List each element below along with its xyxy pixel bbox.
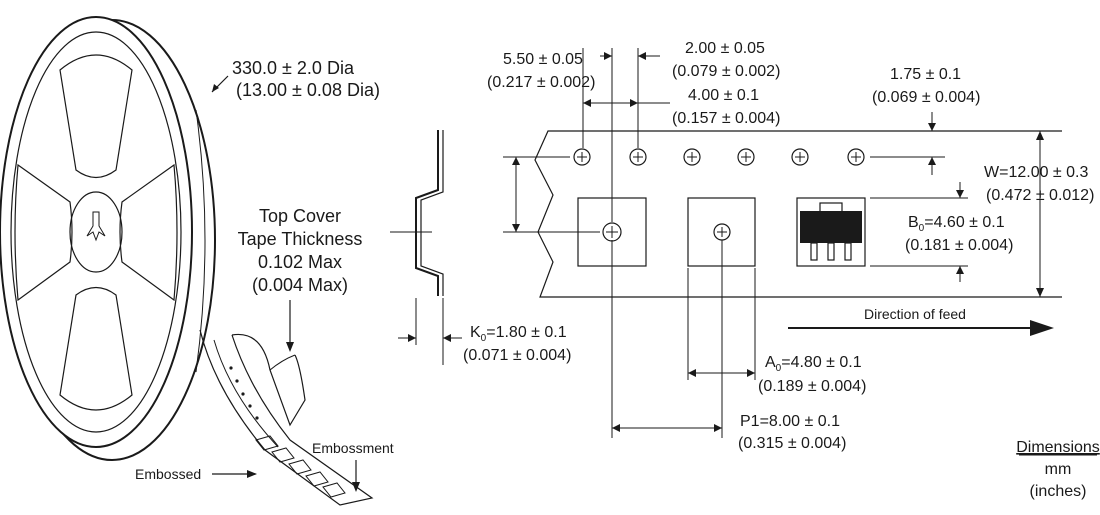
k0-arrow-left — [408, 334, 416, 342]
tape-outline — [534, 130, 1062, 298]
sprocket-hole — [791, 148, 809, 166]
w-in: (0.472 ± 0.012) — [986, 187, 1094, 204]
k0-label: K0=1.80 ± 0.1 — [470, 324, 567, 344]
tape-pockets — [255, 435, 346, 498]
sprocket-hole — [847, 148, 865, 166]
reel-tape-inner — [213, 339, 279, 448]
embossed-arrowhead — [247, 470, 257, 478]
reel-window-top — [59, 54, 133, 179]
k0-arrow-right — [443, 334, 451, 342]
hole-dia-mm: 5.50 ± 0.05 — [503, 51, 583, 68]
units-mm: mm — [1045, 461, 1072, 478]
reel-drawing — [0, 16, 374, 506]
units-title: Dimensions — [1016, 439, 1100, 456]
cover-tape-label-2: Tape Thickness — [238, 229, 363, 249]
reel-front-flange — [0, 16, 193, 448]
embossment-arrowhead — [352, 482, 360, 492]
sot89-component — [800, 202, 862, 261]
p2-in: (0.079 ± 0.002) — [672, 63, 780, 80]
cover-tape-arrowhead — [286, 342, 294, 352]
edge-in: (0.069 ± 0.004) — [872, 89, 980, 106]
pocket-with-component — [796, 197, 866, 267]
reel-hub-key-icon — [86, 211, 106, 242]
units-inches: (inches) — [1030, 483, 1087, 500]
edge-mm: 1.75 ± 0.1 — [890, 66, 961, 83]
profile-inner — [420, 130, 444, 296]
tape-profile — [390, 130, 462, 365]
hole-dia-in: (0.217 ± 0.002) — [487, 74, 595, 91]
reel-tape-outer — [199, 329, 374, 506]
sprocket-hole — [573, 148, 591, 166]
w-mm: W=12.00 ± 0.3 — [984, 164, 1089, 181]
cover-tape-label-1: Top Cover — [259, 206, 341, 226]
p1-in: (0.315 ± 0.004) — [738, 435, 846, 452]
sprocket-hole — [683, 148, 701, 166]
embossment-label: Embossment — [312, 440, 394, 456]
feed-arrowhead — [1030, 320, 1054, 336]
cover-tape-label-4: (0.004 Max) — [252, 275, 348, 295]
p2-mm: 2.00 ± 0.05 — [685, 40, 765, 57]
p1-mm: P1=8.00 ± 0.1 — [740, 413, 840, 430]
p0-mm: 4.00 ± 0.1 — [688, 87, 759, 104]
feed-direction-label: Direction of feed — [864, 306, 966, 322]
reel-inner-rim — [10, 31, 182, 433]
sprocket-holes — [573, 148, 865, 166]
sprocket-hole — [737, 148, 755, 166]
embossed-label: Embossed — [135, 466, 201, 482]
reel-diameter-in: (13.00 ± 0.08 Dia) — [236, 80, 380, 100]
a0-mm: A0=4.80 ± 0.1 — [765, 354, 862, 374]
reel-window-bottom — [59, 286, 133, 411]
carrier-tape — [534, 130, 1062, 298]
sprocket-hole — [629, 148, 647, 166]
k0-inches: (0.071 ± 0.004) — [463, 347, 571, 364]
reel-diameter-arrowhead — [212, 84, 219, 92]
p0-in: (0.157 ± 0.004) — [672, 110, 780, 127]
profile-outer — [415, 130, 439, 296]
cover-tape-peel — [231, 333, 306, 427]
reel-diameter-mm: 330.0 ± 2.0 Dia — [232, 58, 355, 78]
tape-perforations — [229, 366, 259, 420]
reel-flange-edge — [195, 109, 206, 373]
cover-tape-edge — [269, 354, 296, 371]
b0-in: (0.181 ± 0.004) — [905, 237, 1013, 254]
b0-mm: B0=4.60 ± 0.1 — [908, 214, 1005, 234]
cover-tape-label-3: 0.102 Max — [258, 252, 342, 272]
a0-in: (0.189 ± 0.004) — [758, 378, 866, 395]
reel-hub — [69, 191, 123, 273]
